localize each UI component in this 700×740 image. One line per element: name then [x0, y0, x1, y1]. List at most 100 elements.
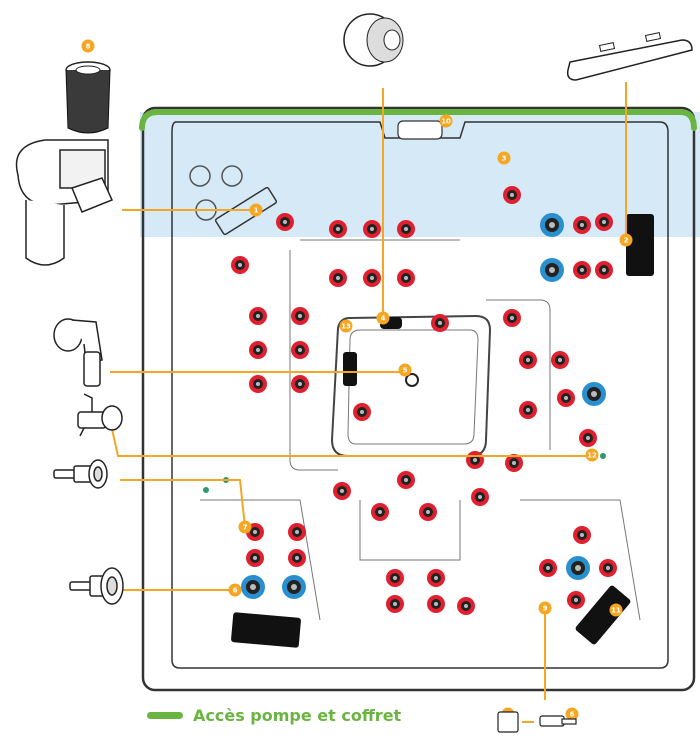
callout-c6_bottom: 6 [565, 707, 579, 721]
jet [246, 549, 264, 567]
callout-c6: 6 [228, 583, 242, 597]
jet [329, 269, 347, 287]
waterfall-nozzle-icon [343, 13, 404, 67]
callout-label: 4 [381, 315, 386, 323]
pillow-bottom-left [231, 612, 301, 648]
jet [329, 220, 347, 238]
callout-c4: 4 [376, 311, 390, 325]
jet [595, 213, 613, 231]
lounge-pillow-right [626, 214, 654, 276]
jet [566, 556, 590, 580]
callout-label: 8 [86, 43, 91, 51]
jet [579, 429, 597, 447]
jet [466, 451, 484, 469]
legend-swatch [147, 712, 183, 719]
jet [540, 213, 564, 237]
jet [249, 307, 267, 325]
jet [291, 375, 309, 393]
callout-label: 5 [403, 367, 408, 375]
callout-label: 2 [624, 237, 629, 245]
jet [397, 471, 415, 489]
large-jet-icon [69, 567, 124, 605]
callout-c8_top: 8 [81, 39, 95, 53]
callout-label: 11 [611, 607, 621, 615]
filter-cartridge-icon [65, 61, 111, 134]
jet [276, 213, 294, 231]
jet [582, 382, 606, 406]
jet [288, 549, 306, 567]
jet [471, 488, 489, 506]
callout-label: 6 [233, 587, 238, 595]
seat-contours [200, 239, 641, 621]
jet [519, 401, 537, 419]
jet [427, 569, 445, 587]
callout-label: 9 [543, 605, 548, 613]
callout-label: 3 [502, 155, 507, 163]
lighting-strip [343, 352, 357, 386]
callout-c13: 13 [339, 319, 353, 333]
jet [386, 595, 404, 613]
callouts: 8103124135127691156 [81, 39, 633, 721]
led-light-bar-icon [566, 32, 693, 81]
jet [557, 389, 575, 407]
jet [551, 351, 569, 369]
jet [363, 220, 381, 238]
jet [333, 482, 351, 500]
jet [503, 309, 521, 327]
jet [386, 569, 404, 587]
jet [288, 523, 306, 541]
jet [397, 220, 415, 238]
legend: Accès pompe et coffret [147, 706, 401, 725]
callout-label: 7 [243, 524, 248, 532]
jet [249, 375, 267, 393]
access-bar [139, 109, 697, 131]
callout-label: 13 [341, 323, 351, 331]
jet [397, 269, 415, 287]
callout-c2: 2 [619, 233, 633, 247]
jet [540, 258, 564, 282]
callout-label: 6 [570, 711, 575, 719]
callout-c10: 10 [439, 114, 453, 128]
skimmer-slot [214, 186, 278, 236]
jet [241, 575, 265, 599]
jet [599, 559, 617, 577]
legend-label: Accès pompe et coffret [193, 706, 402, 725]
jets-group [203, 186, 617, 615]
jet [249, 341, 267, 359]
pillow-bottom-right [575, 585, 631, 645]
footwell-inner [347, 329, 479, 445]
callout-c1: 1 [249, 203, 263, 217]
jet [539, 559, 557, 577]
jet [457, 597, 475, 615]
jet [573, 216, 591, 234]
jet [567, 591, 585, 609]
center-drain [405, 373, 419, 387]
spa-outer-shell [141, 106, 696, 692]
jet [573, 261, 591, 279]
diverter-valve-icon [77, 393, 123, 437]
drain-fitting-icon [497, 711, 577, 733]
jet [371, 503, 389, 521]
air-control-elbow-icon [53, 318, 103, 387]
callout-label: 1 [254, 207, 259, 215]
spa-inner-shell [171, 121, 669, 669]
callout-c5: 5 [398, 363, 412, 377]
jet [353, 403, 371, 421]
control-panel [397, 120, 443, 140]
jet [519, 351, 537, 369]
callout-c11: 11 [609, 603, 623, 617]
jet [231, 256, 249, 274]
jet [291, 341, 309, 359]
jet [419, 503, 437, 521]
jet [503, 186, 521, 204]
callout-label: 10 [441, 118, 451, 126]
jet [431, 314, 449, 332]
jet [427, 595, 445, 613]
callout-label: 12 [587, 452, 597, 460]
small-jet-icon [53, 459, 108, 489]
callout-c9: 9 [538, 601, 552, 615]
jet [363, 269, 381, 287]
jet [595, 261, 613, 279]
jet [600, 453, 606, 459]
